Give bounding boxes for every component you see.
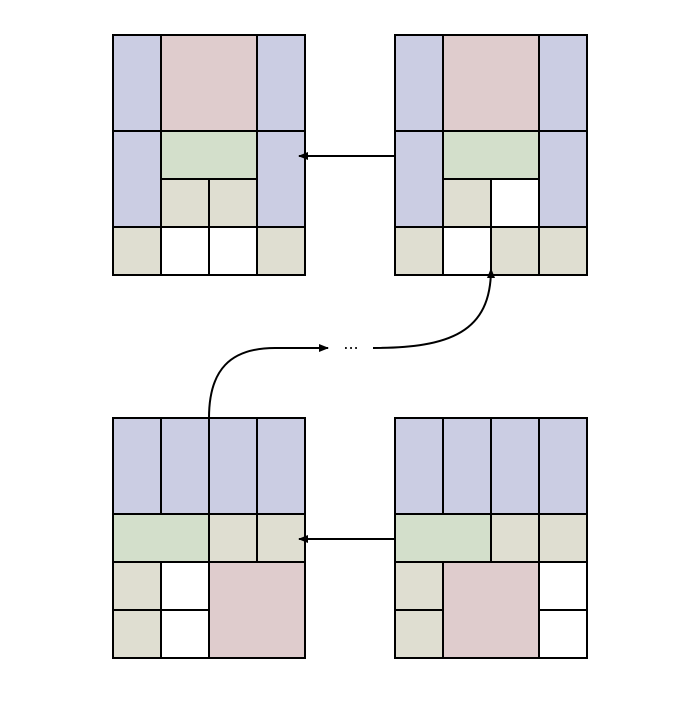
empty-cell: [160, 226, 210, 276]
purple-block: [394, 34, 444, 132]
purple-block: [112, 130, 162, 228]
grid-top-left: [112, 34, 306, 276]
pink-block: [442, 34, 540, 132]
beige-block: [538, 513, 588, 563]
beige-block: [208, 513, 258, 563]
purple-block: [538, 417, 588, 515]
green-block: [112, 513, 210, 563]
ellipsis-label: ...: [343, 334, 359, 353]
arrows-layer: [208, 152, 495, 543]
pink-block: [208, 561, 306, 659]
empty-cell: [538, 561, 588, 611]
purple-block: [112, 34, 162, 132]
green-block: [442, 130, 540, 180]
beige-block: [256, 226, 306, 276]
empty-cell: [442, 226, 492, 276]
purple-block: [256, 417, 306, 515]
beige-block: [538, 226, 588, 276]
empty-cell: [490, 178, 540, 228]
grid-bottom-right: [394, 417, 588, 659]
beige-block: [490, 226, 540, 276]
purple-block: [394, 130, 444, 228]
beige-block: [394, 561, 444, 611]
beige-block: [112, 226, 162, 276]
beige-block: [112, 561, 162, 611]
empty-cell: [160, 609, 210, 659]
purple-block: [112, 417, 162, 515]
purple-block: [490, 417, 540, 515]
empty-cell: [160, 561, 210, 611]
purple-block: [538, 34, 588, 132]
purple-block: [160, 417, 210, 515]
beige-block: [208, 178, 258, 228]
beige-block: [442, 178, 492, 228]
purple-block: [394, 417, 444, 515]
purple-block: [256, 130, 306, 228]
empty-cell: [208, 226, 258, 276]
pink-block: [160, 34, 258, 132]
purple-block: [442, 417, 492, 515]
grid-bottom-left: [112, 417, 306, 659]
beige-block: [256, 513, 306, 563]
grids-layer: [112, 34, 588, 659]
grid-top-right: [394, 34, 588, 276]
arrow-bottom-left-to-ellipsis: [208, 344, 329, 419]
beige-block: [394, 609, 444, 659]
green-block: [394, 513, 492, 563]
beige-block: [490, 513, 540, 563]
beige-block: [394, 226, 444, 276]
arrow-ellipsis-to-top-right: [372, 268, 495, 349]
purple-block: [538, 130, 588, 228]
green-block: [160, 130, 258, 180]
beige-block: [160, 178, 210, 228]
pink-block: [442, 561, 540, 659]
beige-block: [112, 609, 162, 659]
purple-block: [256, 34, 306, 132]
empty-cell: [538, 609, 588, 659]
purple-block: [208, 417, 258, 515]
